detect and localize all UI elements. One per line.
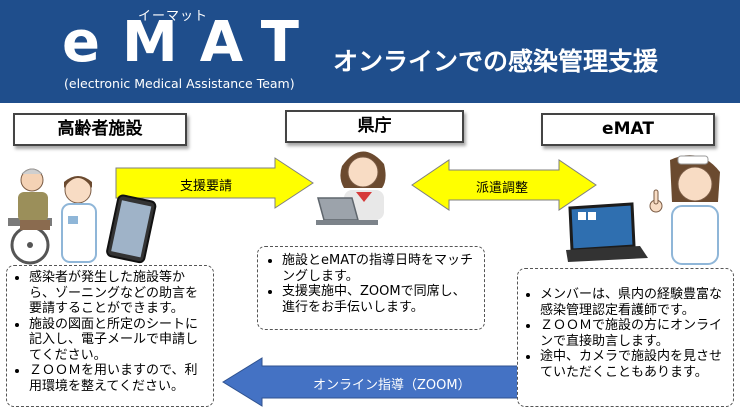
coordination-arrow: [411, 159, 597, 211]
emat-note-item-2: ＺＯＯＭで施設の方にオンラインで直接助言します。: [540, 318, 729, 349]
facility-note-item-3: ＺＯＯＭを用いますので、利用環境を整えてください。: [29, 363, 209, 394]
brand-logo: eMAT: [62, 10, 321, 75]
node-facility-label: 高齢者施設: [57, 119, 143, 139]
prefecture-note: 施設とeMATの指導日時をマッチングします。 支援実施中、ZOOMで同席し、進行…: [257, 246, 485, 330]
coordination-arrow-label: 派遣調整: [476, 181, 529, 196]
node-emat: eMAT: [541, 113, 715, 146]
prefecture-note-item-1: 施設とeMATの指導日時をマッチングします。: [282, 253, 478, 284]
emat-note-item-3: 途中、カメラで施設内を見させていただくこともあります。: [540, 349, 729, 380]
emat-note: メンバーは、県内の経験豊富な感染管理認定看護師です。 ＺＯＯＭで施設の方にオンラ…: [517, 268, 734, 407]
node-facility: 高齢者施設: [13, 113, 187, 146]
online-guidance-arrow-label: オンライン指導（ZOOM）: [313, 378, 471, 393]
page-title: オンラインでの感染管理支援: [333, 47, 659, 76]
prefecture-note-item-2: 支援実施中、ZOOMで同席し、進行をお手伝いします。: [282, 284, 478, 315]
node-prefecture-label: 県庁: [357, 116, 392, 136]
request-arrow-label: 支援要請: [180, 179, 233, 194]
facility-note: 感染者が発生した施設等から、ゾーニングなどの助言を要請することができます。 施設…: [6, 265, 214, 407]
node-emat-label: eMAT: [602, 119, 654, 139]
header-banner: イーマット eMAT (electronic Medical Assistanc…: [0, 0, 740, 103]
facility-staff-illustration: [8, 168, 157, 265]
facility-note-item-2: 施設の図面と所定のシートに記入し、電子メールで申請してください。: [29, 317, 209, 364]
emat-note-item-1: メンバーは、県内の経験豊富な感染管理認定看護師です。: [540, 287, 729, 318]
node-prefecture: 県庁: [285, 110, 464, 143]
prefecture-staff-illustration: [316, 151, 386, 225]
brand-ruby: イーマット: [138, 9, 209, 24]
emat-nurse-illustration: [566, 155, 720, 265]
brand-full-name: (electronic Medical Assistance Team): [64, 76, 295, 91]
request-arrow: [115, 157, 314, 209]
facility-note-item-1: 感染者が発生した施設等から、ゾーニングなどの助言を要請することができます。: [29, 270, 209, 317]
